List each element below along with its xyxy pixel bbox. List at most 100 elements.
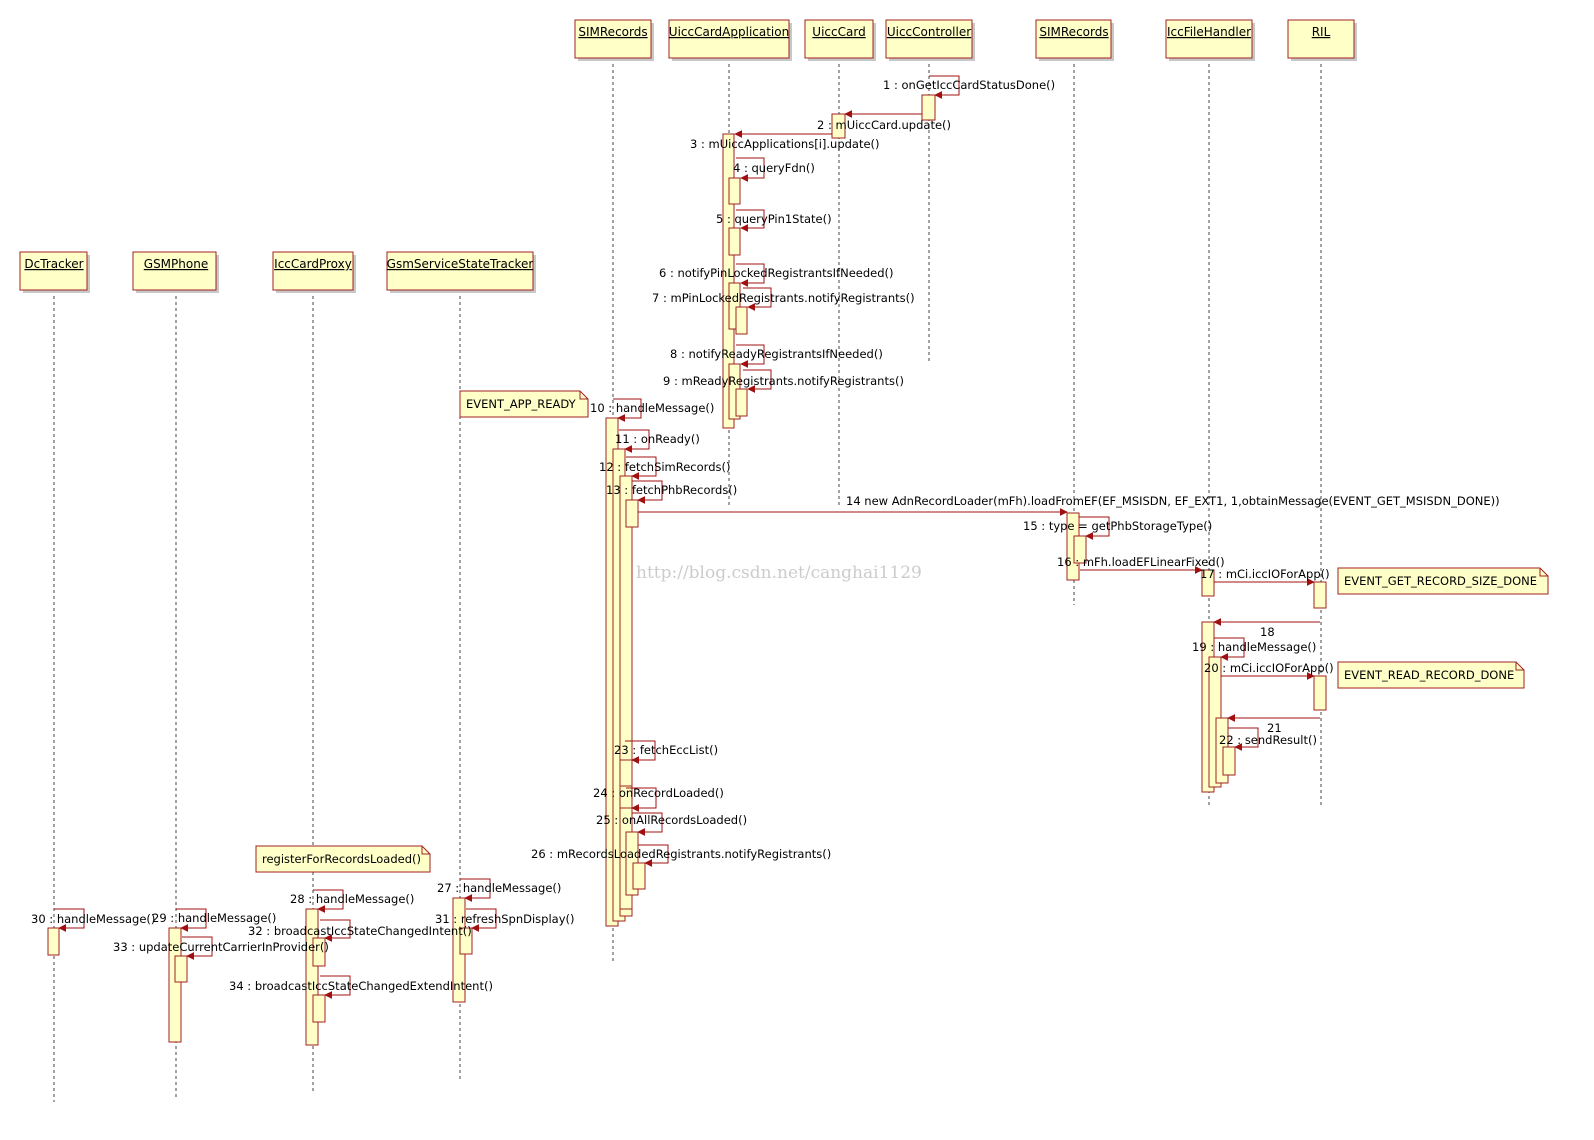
message-label: 31 : refreshSpnDisplay() bbox=[435, 912, 575, 926]
message-label: 8 : notifyReadyRegistrantsIfNeeded() bbox=[670, 347, 883, 361]
activation-bar bbox=[47, 927, 60, 956]
activation-bar bbox=[632, 862, 646, 890]
message-label: 10 : handleMessage() bbox=[590, 401, 714, 415]
self-call-arrow bbox=[638, 844, 669, 867]
participant-name: RIL bbox=[1312, 25, 1331, 39]
message-label: 14 new AdnRecordLoader(mFh).loadFromEF(E… bbox=[846, 494, 1500, 508]
participant-name: UiccCard bbox=[812, 25, 865, 39]
self-call-arrow bbox=[632, 480, 663, 504]
participant-name: IccFileHandler bbox=[1167, 25, 1251, 39]
message-label: 4 : queryFdn() bbox=[733, 161, 815, 175]
self-call-arrow bbox=[626, 456, 657, 480]
self-call-arrow bbox=[626, 787, 657, 812]
note-box bbox=[459, 390, 589, 418]
message-label: 29 : handleMessage() bbox=[152, 911, 276, 925]
note-box bbox=[255, 845, 431, 873]
self-call-arrow bbox=[743, 369, 772, 393]
note-fold bbox=[579, 391, 588, 400]
activation-bar bbox=[1073, 535, 1087, 564]
activation-bar bbox=[174, 955, 188, 983]
message-label: 15 : type = getPhbStorageType() bbox=[1023, 519, 1212, 533]
message-label: 27 : handleMessage() bbox=[437, 881, 561, 895]
message-label: 17 : mCi.iccIOForApp() bbox=[1200, 567, 1330, 581]
message-label: 32 : broadcastIccStateChangedIntent() bbox=[248, 924, 472, 938]
participant-box bbox=[1035, 19, 1112, 59]
note-fold bbox=[1539, 568, 1548, 577]
message-label: 19 : handleMessage() bbox=[1192, 640, 1316, 654]
watermark-text: http://blog.csdn.net/canghai1129 bbox=[636, 563, 922, 583]
activation-bar bbox=[735, 388, 748, 417]
activation-bar bbox=[312, 937, 326, 967]
self-call-arrow bbox=[182, 936, 213, 960]
participant-box bbox=[132, 251, 217, 291]
message-label: 23 : fetchEccList() bbox=[614, 743, 718, 757]
participant-box bbox=[19, 251, 88, 291]
message-label: 13 : fetchPhbRecords() bbox=[606, 483, 737, 497]
note-box bbox=[1337, 567, 1549, 595]
activation-bar bbox=[1313, 581, 1327, 609]
self-call-arrow bbox=[929, 75, 960, 99]
message-label: 30 : handleMessage() bbox=[31, 912, 155, 926]
self-call-arrow bbox=[1214, 637, 1245, 661]
message-label: 11 : onReady() bbox=[615, 432, 700, 446]
participant-box bbox=[804, 19, 874, 59]
participant-name: DcTracker bbox=[24, 257, 83, 271]
activation-bar bbox=[831, 113, 846, 139]
note-fold bbox=[1515, 662, 1524, 671]
self-call-arrow bbox=[176, 908, 207, 932]
participant-name: UiccController bbox=[887, 25, 971, 39]
message-label: 3 : mUiccApplications[i].update() bbox=[690, 137, 880, 151]
self-call-arrow bbox=[736, 344, 765, 368]
self-call-arrow bbox=[466, 908, 497, 932]
message-label: 16 : mFh.loadEFLinearFixed() bbox=[1057, 555, 1225, 569]
message-label: 33 : updateCurrentCarrierInProvider() bbox=[113, 940, 329, 954]
participant-name: SIMRecords bbox=[1039, 25, 1108, 39]
participant-box bbox=[272, 251, 354, 291]
self-call-arrow bbox=[1079, 516, 1110, 540]
self-call-arrow bbox=[54, 908, 85, 932]
activation-bar bbox=[619, 759, 633, 787]
self-call-arrow bbox=[743, 287, 772, 311]
message-label: 20 : mCi.iccIOForApp() bbox=[1204, 661, 1334, 675]
message-label: 34 : broadcastIccStateChangedExtendInten… bbox=[229, 979, 493, 993]
activation-bar bbox=[921, 94, 936, 121]
activation-bar bbox=[619, 475, 633, 917]
self-call-arrow bbox=[619, 429, 650, 453]
participant-name: SIMRecords bbox=[578, 25, 647, 39]
message-label: 2 : mUiccCard.update() bbox=[817, 118, 951, 132]
activation-bar bbox=[1222, 746, 1236, 776]
activation-bar bbox=[728, 227, 741, 256]
self-call-arrow bbox=[320, 919, 351, 942]
message-label: 28 : handleMessage() bbox=[290, 892, 414, 906]
self-call-arrow bbox=[313, 889, 344, 913]
message-label: 1 : onGetIccCardStatusDone() bbox=[883, 78, 1055, 92]
participant-box bbox=[668, 19, 790, 59]
participant-box bbox=[1165, 19, 1253, 59]
self-call-arrow bbox=[613, 398, 642, 422]
self-call-arrow bbox=[736, 209, 765, 232]
note-text: EVENT_GET_RECORD_SIZE_DONE bbox=[1344, 574, 1537, 588]
participant-name: UiccCardApplication bbox=[669, 25, 789, 39]
message-label: 5 : queryPin1State() bbox=[716, 212, 832, 226]
self-call-arrow bbox=[632, 812, 663, 836]
participant-box bbox=[1287, 19, 1355, 59]
participant-box bbox=[386, 251, 534, 291]
self-call-arrow bbox=[460, 878, 491, 902]
message-label: 18 bbox=[1260, 625, 1275, 639]
activation-bar bbox=[728, 177, 741, 205]
message-label: 24 : onRecordLoaded() bbox=[593, 786, 724, 800]
self-call-arrow bbox=[736, 263, 765, 287]
activation-bar bbox=[459, 927, 473, 955]
activation-bar bbox=[625, 499, 639, 528]
note-text: EVENT_READ_RECORD_DONE bbox=[1344, 668, 1514, 682]
message-label: 21 bbox=[1267, 721, 1282, 735]
participant-box bbox=[574, 19, 652, 59]
activation-bar bbox=[1201, 569, 1215, 597]
activation-bar bbox=[728, 282, 741, 330]
message-label: 25 : onAllRecordsLoaded() bbox=[596, 813, 747, 827]
participant-name: IccCardProxy bbox=[274, 257, 352, 271]
message-label: 26 : mRecordsLoadedRegistrants.notifyReg… bbox=[531, 847, 831, 861]
activation-bar bbox=[735, 306, 748, 335]
message-label: 12 : fetchSimRecords() bbox=[599, 460, 730, 474]
